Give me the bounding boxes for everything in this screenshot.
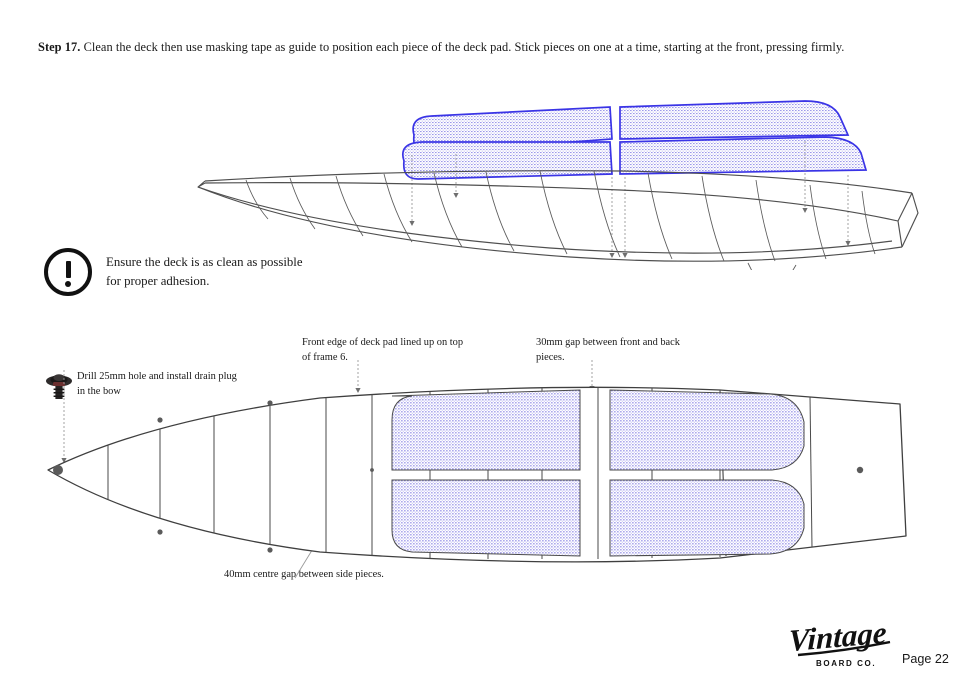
step-label: Step 17. <box>38 40 81 54</box>
exclamation-stem <box>65 261 71 278</box>
step-body-text: Clean the deck then use masking tape as … <box>83 40 845 54</box>
drain-plug-icon <box>46 374 72 399</box>
brand-subtitle-text: BOARD CO. <box>816 659 876 668</box>
warning-note-text: Ensure the deck is as clean as possible … <box>106 255 303 288</box>
callout-40mm-gap-label: 40mm centre gap between side pieces. <box>224 569 384 580</box>
placement-arrowheads-side <box>409 193 851 258</box>
pad-front-starboard <box>391 479 581 557</box>
page-number-label: Page 22 <box>902 652 949 666</box>
callout-30mm-gap-label: 30mm gap between front and back pieces. <box>536 337 680 363</box>
pad-piece-back-far <box>619 100 850 140</box>
deck-pad-pieces-side <box>402 100 868 180</box>
brand-logo: Vintage BOARD CO. <box>790 618 891 668</box>
pad-piece-back-near <box>619 136 868 175</box>
exclamation-circle-icon <box>44 248 92 296</box>
pad-front-port <box>391 389 581 471</box>
page-footer: Vintage BOARD CO. Page 22 <box>790 618 950 674</box>
brand-name-text: Vintage <box>790 618 887 658</box>
fastener-dots-plan <box>53 400 864 553</box>
hull-side-outline <box>197 170 919 262</box>
pad-back-starboard <box>609 479 805 557</box>
hull-frame-lines-side <box>245 170 876 262</box>
exclamation-dot <box>65 281 71 287</box>
callout-drain-plug-label: Drill 25mm hole and install drain plug i… <box>77 371 237 397</box>
warning-note: Ensure the deck is as clean as possible … <box>44 248 316 296</box>
plan-top-view-drawing <box>47 360 907 579</box>
skeg-fin-side <box>747 262 797 270</box>
pad-piece-front-near <box>402 141 613 180</box>
pad-back-port <box>609 389 805 471</box>
deck-pad-pieces-plan <box>391 389 805 557</box>
side-perspective-drawing <box>197 100 919 270</box>
step-instruction-block: Step 17. Clean the deck then use masking… <box>38 38 900 56</box>
callout-front-edge-label: Front edge of deck pad lined up on top o… <box>302 337 464 363</box>
